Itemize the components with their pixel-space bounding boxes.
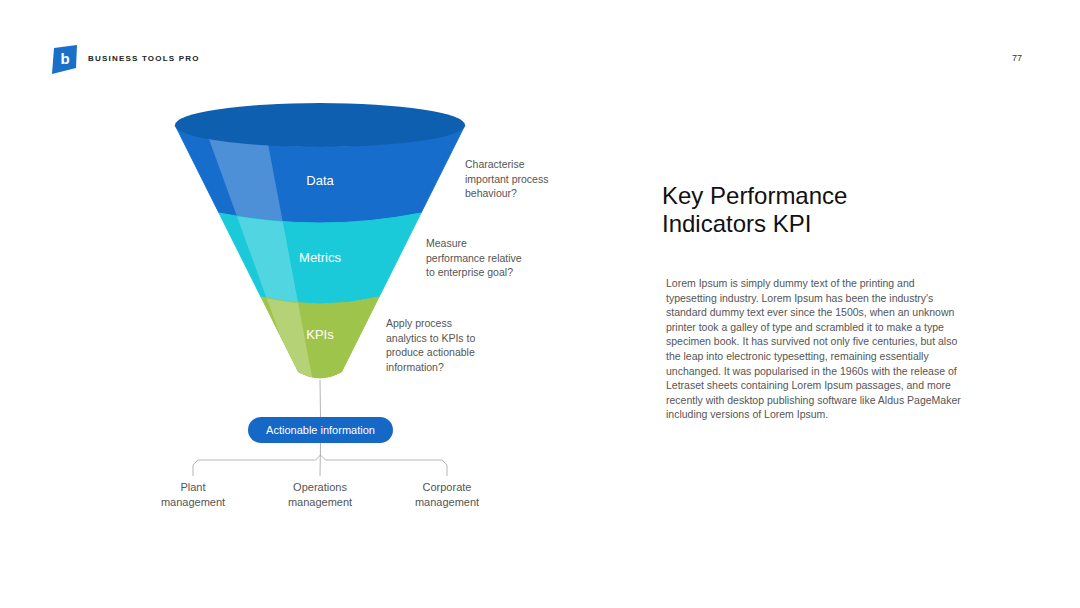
callout-note: Characterise important process behaviour…	[465, 157, 565, 201]
band-label: Metrics	[210, 249, 430, 267]
connector	[320, 380, 322, 417]
funnel-band: KPIs	[255, 290, 385, 380]
logo-mark	[52, 45, 77, 74]
target-node: Corporate management	[407, 476, 487, 514]
callout-note: Apply process analytics to KPIs to produ…	[386, 316, 486, 374]
callout-note: Measure performance relative to enterpri…	[426, 236, 526, 280]
target-label: Corporate management	[407, 480, 487, 510]
band-highlight	[205, 128, 313, 382]
target-node: Plant management	[153, 476, 233, 514]
connector	[193, 443, 321, 476]
brand-name: BUSINESS TOOLS PRO	[88, 53, 308, 64]
body-text: Lorem Ipsum is simply dummy text of the …	[666, 276, 964, 422]
band-label: Data	[172, 172, 468, 190]
target-label: Plant management	[153, 480, 233, 510]
connector	[321, 443, 448, 476]
action-pill: Actionable information	[248, 417, 393, 443]
logo-letter: b	[52, 50, 78, 68]
band-highlight	[205, 128, 313, 382]
funnel-cap	[175, 103, 465, 147]
target-label: Operations management	[280, 480, 360, 510]
band-outline	[172, 100, 468, 225]
funnel-band: Metrics	[210, 200, 430, 308]
funnel-band: Data	[172, 100, 468, 225]
pill-label: Actionable information	[266, 423, 375, 437]
target-node: Operations management	[280, 476, 360, 514]
band-label: KPIs	[255, 326, 385, 344]
slide-title: Key Performance Indicators KPI	[662, 182, 872, 238]
page-number: 77	[990, 52, 1022, 64]
